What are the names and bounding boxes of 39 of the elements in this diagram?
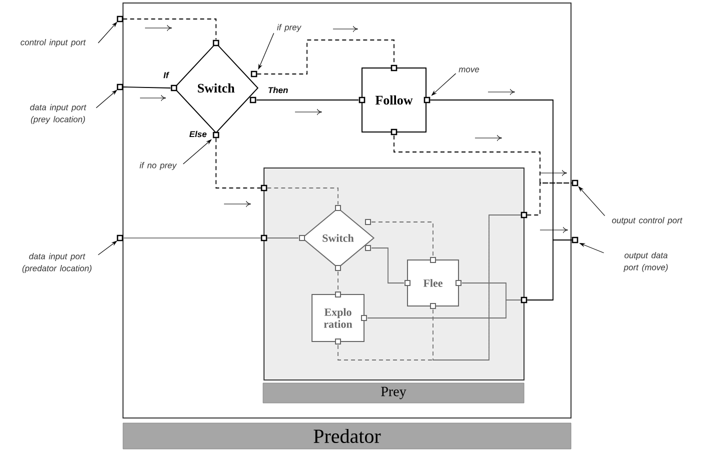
process-box: Follow bbox=[362, 68, 426, 132]
connector-line bbox=[122, 86, 171, 88]
process-box: Explo ration bbox=[312, 294, 364, 342]
dashed-connector bbox=[394, 135, 572, 184]
port-label: If bbox=[164, 72, 170, 78]
port-square bbox=[520, 296, 528, 304]
port-square bbox=[116, 234, 124, 242]
port-square bbox=[572, 236, 578, 244]
dashed-connector bbox=[256, 40, 394, 74]
port-square bbox=[212, 132, 220, 138]
annotation: data input port (prey location) bbox=[30, 104, 86, 124]
port-square bbox=[260, 234, 268, 242]
dashed-connector bbox=[432, 214, 522, 360]
dashed-connector bbox=[266, 188, 338, 205]
connector-line bbox=[371, 248, 404, 284]
port-square bbox=[260, 184, 268, 192]
port-square bbox=[250, 70, 258, 78]
port-square bbox=[116, 16, 124, 22]
port-square bbox=[116, 84, 124, 90]
annotation: if prey bbox=[277, 24, 302, 32]
title-bar: Predator bbox=[122, 422, 572, 450]
annotation: move bbox=[458, 68, 480, 72]
port-square bbox=[572, 180, 578, 186]
port-square bbox=[424, 96, 430, 104]
port-square bbox=[520, 212, 528, 218]
annotation: control input port bbox=[20, 39, 86, 47]
port-label: Then bbox=[268, 86, 288, 94]
dashed-connector bbox=[371, 222, 434, 257]
annotation: data input port (predator location) bbox=[22, 253, 92, 273]
title-bar: Prey bbox=[262, 382, 524, 404]
annotation: output control port bbox=[612, 217, 682, 225]
dashed-connector bbox=[216, 138, 262, 188]
annotation: if no prey bbox=[140, 162, 177, 170]
process-box: Flee bbox=[407, 260, 459, 306]
annotation: output data port (move) bbox=[624, 252, 668, 272]
connector-line bbox=[526, 240, 572, 300]
dashed-connector bbox=[122, 18, 216, 40]
port-label: Else bbox=[189, 130, 206, 138]
connector-line bbox=[367, 300, 522, 318]
